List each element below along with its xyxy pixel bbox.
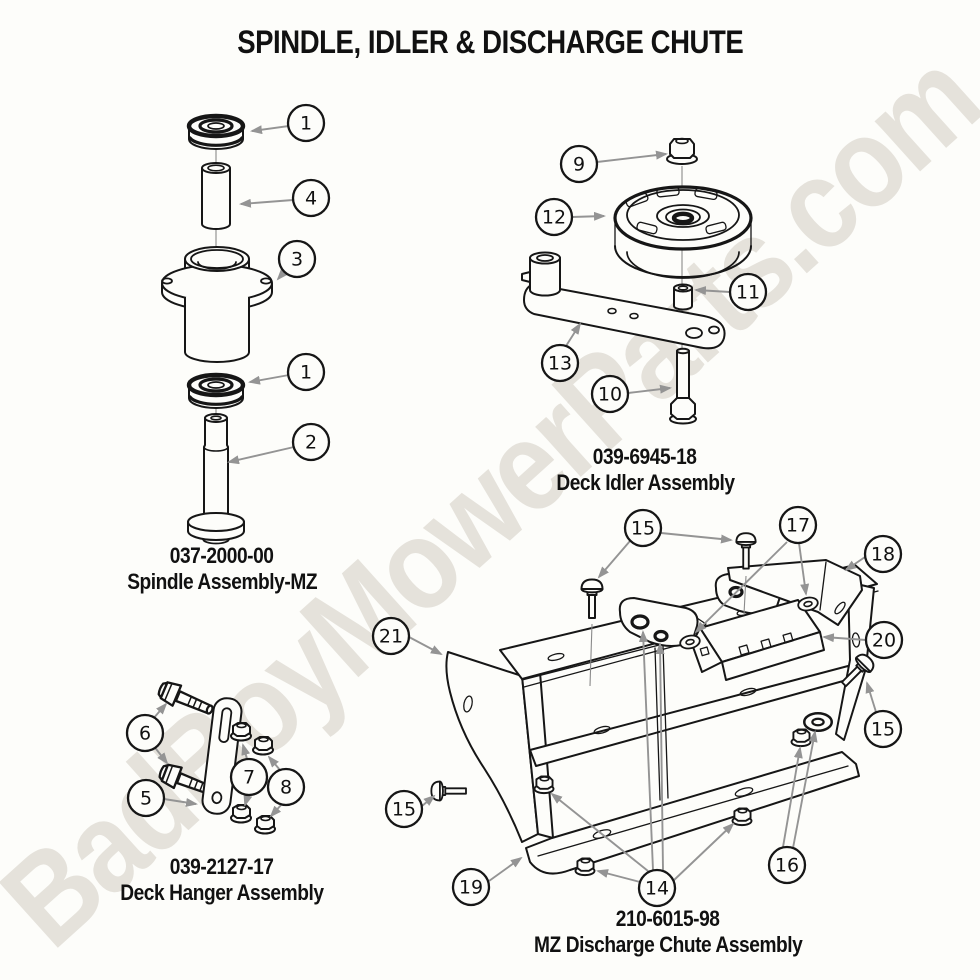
bearing (189, 375, 243, 408)
callout-10: 10 (590, 374, 630, 414)
spindle-shaft (187, 413, 245, 545)
spindle-assembly-label: 037-2000-00 Spindle Assembly-MZ (42, 543, 402, 595)
svg-text:4: 4 (305, 188, 317, 210)
svg-text:15: 15 (871, 719, 895, 741)
page-title-text: SPINDLE, IDLER & DISCHARGE CHUTE (236, 24, 744, 60)
hanger-assembly-drawing (154, 677, 276, 835)
svg-text:14: 14 (645, 878, 669, 900)
spindle-housing (161, 246, 273, 363)
bearing (189, 116, 243, 149)
callout-3: 3 (277, 239, 317, 279)
chute-deflector-panel (445, 651, 539, 843)
svg-text:1: 1 (300, 362, 312, 384)
svg-text:16: 16 (775, 855, 799, 877)
chute-floor-plate (525, 751, 860, 875)
callout-15: 15 (384, 789, 424, 829)
flange-nut (731, 807, 753, 827)
svg-text:15: 15 (392, 799, 416, 821)
part-name: Deck Idler Assembly (555, 469, 735, 495)
page-title: SPINDLE, IDLER & DISCHARGE CHUTE (0, 24, 980, 61)
spindle-assembly-drawing (161, 116, 273, 545)
flange-nut (230, 804, 252, 824)
chute-assembly-drawing (430, 532, 879, 877)
svg-text:18: 18 (871, 544, 895, 566)
callout-8: 8 (266, 767, 306, 807)
callout-4: 4 (291, 178, 331, 218)
svg-text:12: 12 (542, 207, 566, 229)
spacer-tube (201, 162, 231, 230)
hanger-bolt (154, 677, 218, 722)
svg-text:1: 1 (300, 113, 312, 135)
part-number: 039-2127-17 (170, 854, 274, 879)
flange-nut (574, 857, 596, 877)
svg-text:6: 6 (139, 723, 151, 745)
callout-21: 21 (371, 616, 411, 656)
svg-text:15: 15 (631, 518, 655, 540)
svg-text:7: 7 (243, 767, 255, 789)
callout-12: 12 (534, 197, 574, 237)
callout-1: 1 (286, 103, 326, 143)
chute-mid-rail (529, 665, 855, 767)
hanger-strap (201, 697, 243, 815)
callout-15: 15 (623, 508, 663, 548)
callout-9: 9 (559, 144, 599, 184)
leader-lines (151, 125, 877, 883)
svg-text:8: 8 (280, 777, 292, 799)
carriage-bolt (580, 578, 604, 619)
spacer (673, 283, 693, 311)
callout-16: 16 (767, 845, 807, 885)
part-name: Deck Hanger Assembly (120, 879, 324, 905)
callout-15: 15 (863, 709, 903, 749)
carriage-bolt (430, 780, 467, 802)
callout-7: 7 (229, 757, 269, 797)
svg-text:17: 17 (786, 515, 810, 537)
callout-17: 17 (778, 505, 818, 545)
idler-arm (521, 251, 726, 350)
callout-2: 2 (291, 422, 331, 462)
flange-nut (666, 137, 698, 165)
callout-1: 1 (286, 352, 326, 392)
flange-nut (254, 815, 276, 835)
idler-assembly-drawing (521, 137, 753, 425)
callout-6: 6 (125, 713, 165, 753)
svg-text:13: 13 (548, 353, 572, 375)
bracket-20 (691, 599, 825, 681)
hanger-assembly-label: 039-2127-17 Deck Hanger Assembly (42, 854, 402, 906)
flange-nut (230, 722, 252, 742)
part-number: 037-2000-00 (170, 543, 274, 568)
carriage-bolt (735, 532, 757, 570)
part-name: Spindle Assembly-MZ (127, 568, 317, 594)
flange-nut (533, 775, 555, 795)
svg-text:5: 5 (140, 788, 152, 810)
callout-19: 19 (451, 867, 491, 907)
svg-text:2: 2 (305, 432, 317, 454)
callout-20: 20 (864, 620, 904, 660)
washer (803, 712, 833, 732)
bracket-18 (727, 559, 863, 626)
idler-bolt (669, 347, 697, 425)
chute-right-wing (835, 581, 875, 741)
svg-text:20: 20 (872, 630, 896, 652)
callout-11: 11 (728, 272, 768, 312)
flange-nut (790, 728, 812, 748)
chute-assembly-label: 210-6015-98 MZ Discharge Chute Assembly (488, 906, 848, 958)
idler-assembly-label: 039-6945-18 Deck Idler Assembly (465, 444, 825, 496)
callout-14: 14 (637, 868, 677, 908)
svg-text:10: 10 (598, 384, 622, 406)
part-number: 210-6015-98 (616, 906, 720, 931)
part-name: MZ Discharge Chute Assembly (533, 931, 803, 957)
callout-13: 13 (540, 343, 580, 383)
flange-nut (252, 736, 274, 756)
idler-pulley (613, 185, 753, 279)
svg-text:9: 9 (573, 154, 585, 176)
part-number: 039-6945-18 (593, 444, 697, 469)
svg-text:21: 21 (379, 626, 403, 648)
svg-text:3: 3 (291, 249, 303, 271)
callout-5: 5 (126, 778, 166, 818)
callout-18: 18 (863, 534, 903, 574)
svg-text:19: 19 (459, 877, 483, 899)
svg-text:11: 11 (736, 282, 760, 304)
